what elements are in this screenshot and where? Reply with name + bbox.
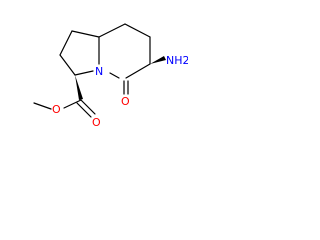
atom-ester-o-single: O (52, 103, 61, 116)
atom-ring-n: N (95, 65, 103, 78)
atom-carbonyl-o: O (121, 95, 130, 108)
bond-ester-single (63, 99, 82, 109)
atom-ester-o-double: O (92, 116, 101, 129)
bond-five-ring-2 (59, 30, 73, 56)
bond-ring-top-right (124, 23, 151, 38)
bond-ring-top (98, 23, 126, 38)
bond-methyl (33, 102, 52, 110)
structure-canvas: NH2 N O O O (0, 0, 188, 153)
bond-five-ring-3 (59, 54, 76, 76)
bond-ring-bottom-right (125, 63, 151, 79)
bond-ester-carbonyl (80, 99, 96, 115)
molecule-structure: NH2 N O O O (33, 23, 188, 129)
bond-ester-carbonyl-2 (76, 102, 92, 118)
wedge-bond-ester (75, 75, 83, 100)
bond-five-ring-4 (74, 70, 94, 76)
atom-nh2: NH2 (166, 54, 188, 67)
bond-five-ring-1 (71, 30, 100, 38)
wedge-bond-amine (150, 56, 166, 64)
bond-ring-bottom-left (109, 72, 120, 79)
